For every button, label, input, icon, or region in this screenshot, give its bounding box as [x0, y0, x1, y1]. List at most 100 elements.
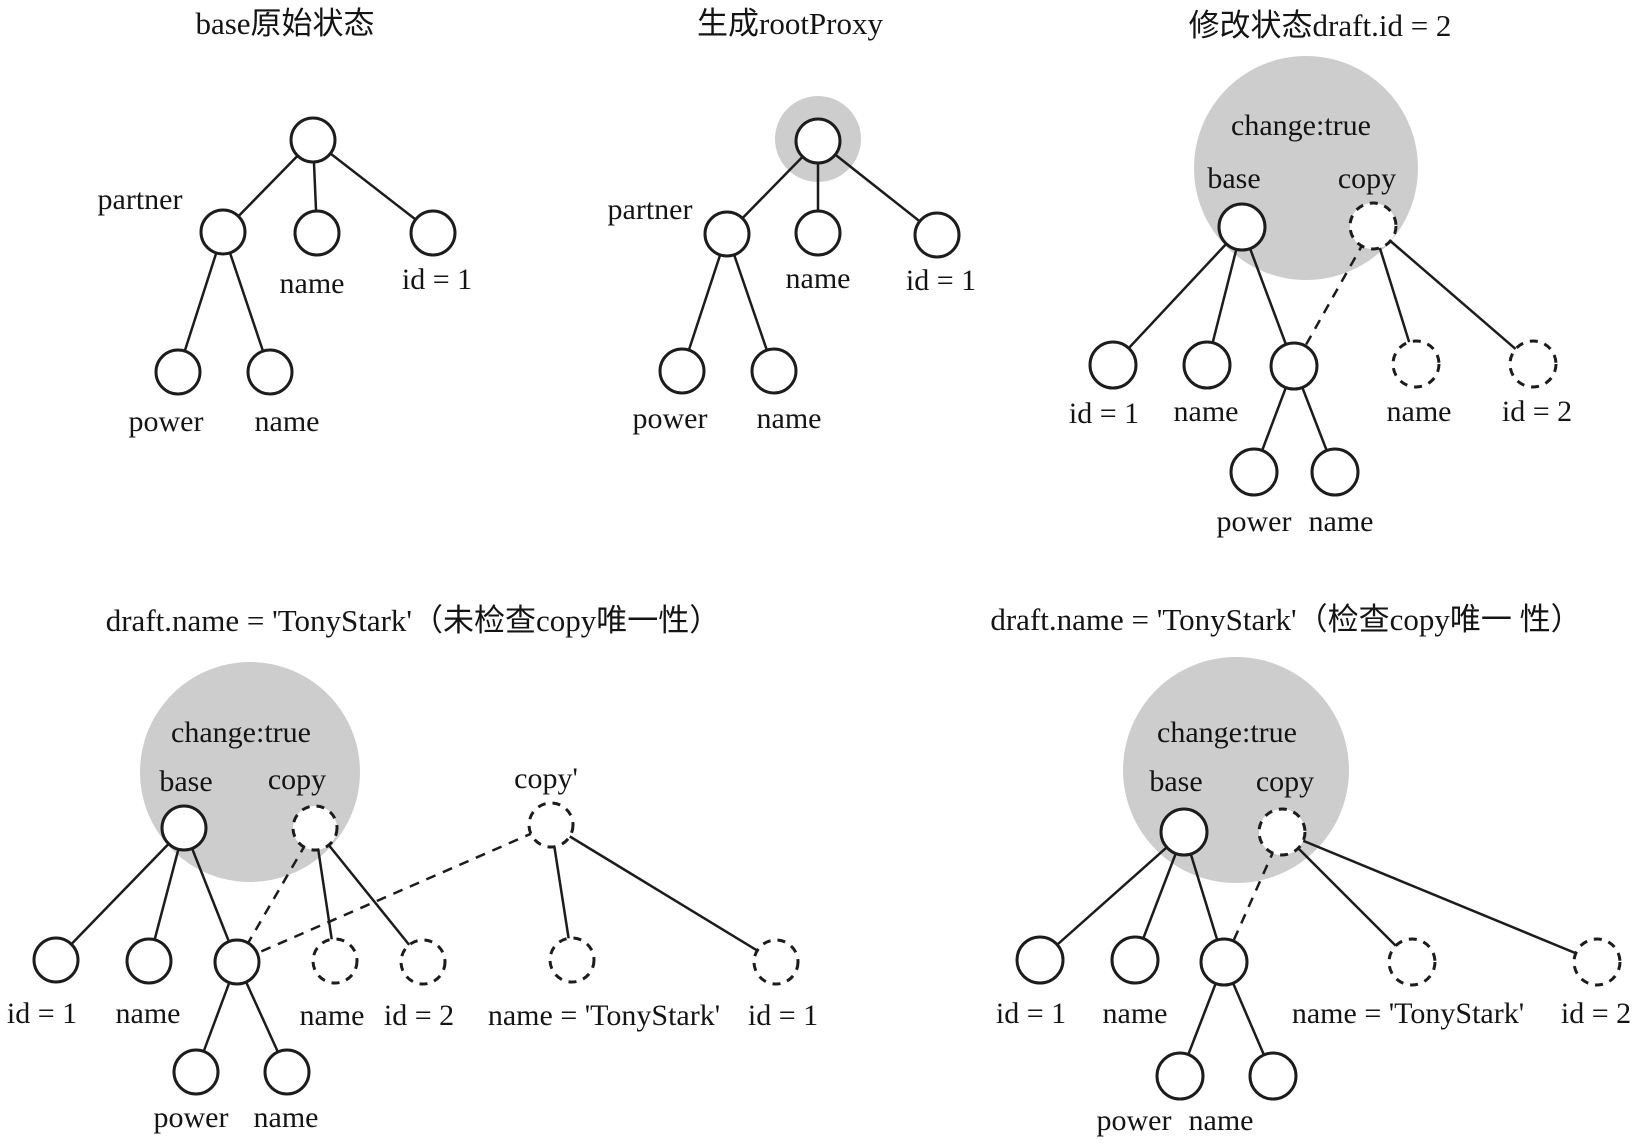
power-label: power: [1217, 505, 1292, 538]
edge-partner-name: [725, 233, 776, 372]
node-base: [1217, 202, 1267, 252]
node-copy: [291, 804, 339, 852]
change-true-label: change:true: [1157, 716, 1297, 749]
name-label: name: [1387, 395, 1452, 428]
node-copy-id2: [1508, 339, 1558, 389]
edge-copyprime-partner-shared: [236, 823, 552, 964]
panel-root-proxy: 生成rootProxy partner name id = 1 power na…: [608, 6, 977, 435]
power-label: power: [633, 402, 708, 435]
node-power: [1155, 1051, 1205, 1101]
panel5-title: draft.name = 'TonyStark'（检查copy唯一 性）: [990, 602, 1581, 637]
base-label: base: [159, 765, 212, 798]
edge-copy-id2: [1372, 225, 1534, 365]
node-copy-id2: [1572, 937, 1622, 987]
power-label: power: [154, 1101, 229, 1134]
node-name: [1182, 340, 1232, 390]
edge-base-id: [1039, 831, 1185, 961]
edge-copy-partner-shared: [1292, 225, 1375, 367]
node-base: [1159, 807, 1209, 857]
node-partner: [199, 208, 247, 256]
copy-label: copy: [1256, 765, 1314, 798]
edge-root-id: [817, 140, 938, 236]
node-partner: [1269, 341, 1319, 391]
node-copy-prime: [527, 801, 575, 849]
edge-copy-partner-shared: [235, 827, 317, 963]
node-name: [1110, 935, 1160, 985]
node-id: [32, 936, 80, 984]
node-partner-name: [750, 347, 798, 395]
name-label: name: [255, 405, 320, 438]
node-copyprime-nametony: [548, 936, 596, 984]
panel4-title: draft.name = 'TonyStark'（未检查copy唯一性）: [106, 603, 721, 638]
name-label: name: [1174, 395, 1239, 428]
node-copy-id2: [399, 938, 447, 986]
node-power: [658, 347, 706, 395]
node-partner-name: [246, 348, 294, 396]
node-partner: [1199, 937, 1249, 987]
node-partner-name: [1310, 447, 1360, 497]
edge-partner-power: [176, 231, 225, 373]
node-id: [913, 211, 961, 259]
node-copy: [1257, 807, 1307, 857]
name-label: name: [1309, 505, 1374, 538]
name-label: name: [1103, 997, 1168, 1030]
node-partner: [703, 210, 751, 258]
edge-copyprime-id1: [550, 823, 777, 964]
node-id: [1015, 935, 1065, 985]
name-label: name: [280, 267, 345, 300]
node-name: [293, 209, 341, 257]
name-tony-label: name = 'TonyStark': [488, 999, 720, 1032]
panel-base-initial: base原始状态 partner name id = 1 power name: [98, 6, 473, 438]
node-root: [289, 116, 337, 164]
node-copy-name: [1391, 339, 1441, 389]
edge-base-partner: [1240, 226, 1296, 367]
edge-base-partner: [182, 827, 239, 963]
panel2-title: 生成rootProxy: [697, 6, 883, 41]
copy-label: copy: [1338, 162, 1396, 195]
id1-label: id = 1: [1069, 397, 1139, 430]
node-partner: [213, 938, 261, 986]
node-name: [125, 937, 173, 985]
id2-label: id = 2: [1561, 997, 1631, 1030]
panel3-title: 修改状态draft.id = 2: [1189, 8, 1452, 43]
node-power: [1229, 447, 1279, 497]
node-id: [1088, 340, 1138, 390]
node-root-proxy: [794, 117, 842, 165]
partner-label: partner: [608, 193, 693, 226]
edge-base-id: [1112, 226, 1243, 366]
id1-label: id = 1: [402, 263, 472, 296]
node-power: [154, 348, 202, 396]
edge-base-id: [55, 827, 185, 961]
name-label: name: [1189, 1104, 1254, 1137]
node-copyprime-id1: [752, 938, 800, 986]
edge-root-id: [312, 139, 434, 234]
copy-label: copy: [268, 763, 326, 796]
base-label: base: [1149, 765, 1202, 798]
change-true-label: change:true: [1231, 109, 1371, 142]
node-id: [409, 209, 457, 257]
partner-label: partner: [98, 183, 183, 216]
edge-copy-id2: [314, 827, 424, 963]
power-label: power: [129, 405, 204, 438]
id2-label: id = 2: [1502, 395, 1572, 428]
node-power: [172, 1048, 220, 1096]
id1-label: id = 1: [906, 264, 976, 297]
panel1-title: base原始状态: [195, 6, 374, 41]
name-label: name: [254, 1101, 319, 1134]
node-copy: [1348, 201, 1398, 251]
name-label: name: [300, 999, 365, 1032]
panel-set-name-no-check: draft.name = 'TonyStark'（未检查copy唯一性） cha…: [7, 603, 818, 1134]
id1-label: id = 1: [996, 997, 1066, 1030]
name-label: name: [116, 997, 181, 1030]
name-tony-label: name = 'TonyStark': [1292, 997, 1524, 1030]
edge-copy-name: [1371, 225, 1418, 365]
id1-label: id = 1: [7, 997, 77, 1030]
id1-label: id = 1: [748, 999, 818, 1032]
name-label: name: [786, 262, 851, 295]
copy-prime-label: copy': [514, 762, 578, 795]
node-partner-name: [263, 1048, 311, 1096]
node-copy-nametony: [1387, 937, 1437, 987]
panel-set-name-with-check: draft.name = 'TonyStark'（检查copy唯一 性） cha…: [990, 602, 1631, 1137]
